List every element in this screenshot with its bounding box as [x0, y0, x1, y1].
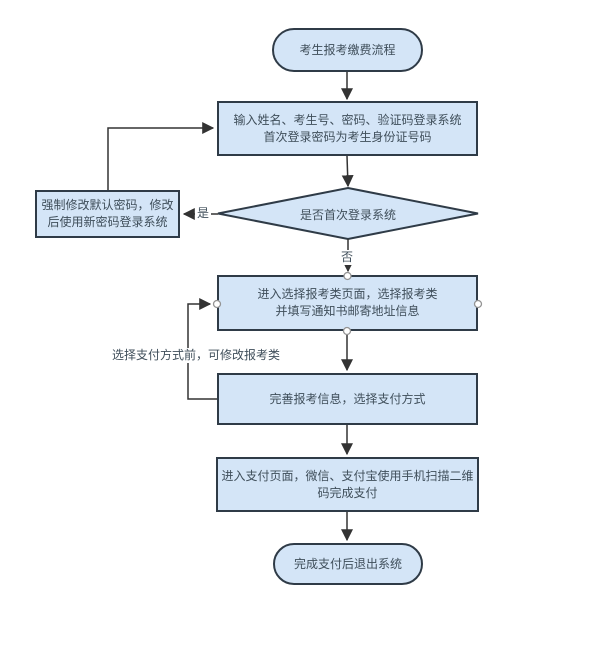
connector-force-change-to-login	[107, 122, 215, 190]
select-category-line2: 并填写通知书邮寄地址信息	[275, 304, 420, 318]
decision-label: 是否首次登录系统	[299, 208, 396, 222]
force-password-change-line1: 强制修改默认密码，修改	[41, 198, 174, 212]
payment-node: 进入支付页面，微信、支付宝使用手机扫描二维 码完成支付	[216, 457, 479, 512]
login-step-line2: 首次登录密码为考生身份证号码	[263, 129, 432, 144]
select-category-line1: 进入选择报考类页面，选择报考类	[257, 287, 438, 301]
start-node: 考生报考缴费流程	[272, 28, 423, 72]
payment-line2: 码完成支付	[317, 485, 378, 500]
edge-label-yes: 是	[195, 206, 212, 221]
force-password-change-node: 强制修改默认密码，修改 后使用新密码登录系统	[35, 190, 180, 238]
end-node: 完成支付后退出系统	[273, 543, 423, 585]
login-step-line1: 输入姓名、考生号、密码、验证码登录系统	[233, 112, 462, 127]
select-category-node: 进入选择报考类页面，选择报考类 并填写通知书邮寄地址信息	[217, 275, 478, 331]
end-node-label: 完成支付后退出系统	[293, 556, 402, 571]
login-step-node: 输入姓名、考生号、密码、验证码登录系统 首次登录密码为考生身份证号码	[217, 101, 478, 156]
edge-label-no: 否	[339, 250, 356, 265]
complete-info-label: 完善报考信息，选择支付方式	[269, 391, 426, 406]
payment-line1: 进入支付页面，微信、支付宝使用手机扫描二维	[221, 468, 474, 483]
loop-annotation: 选择支付方式前，可修改报考类	[110, 348, 283, 363]
connector-login-to-decision	[341, 155, 354, 188]
force-password-change-line2: 后使用新密码登录系统	[47, 215, 168, 229]
start-node-label: 考生报考缴费流程	[299, 42, 396, 57]
complete-info-node: 完善报考信息，选择支付方式	[217, 373, 478, 425]
